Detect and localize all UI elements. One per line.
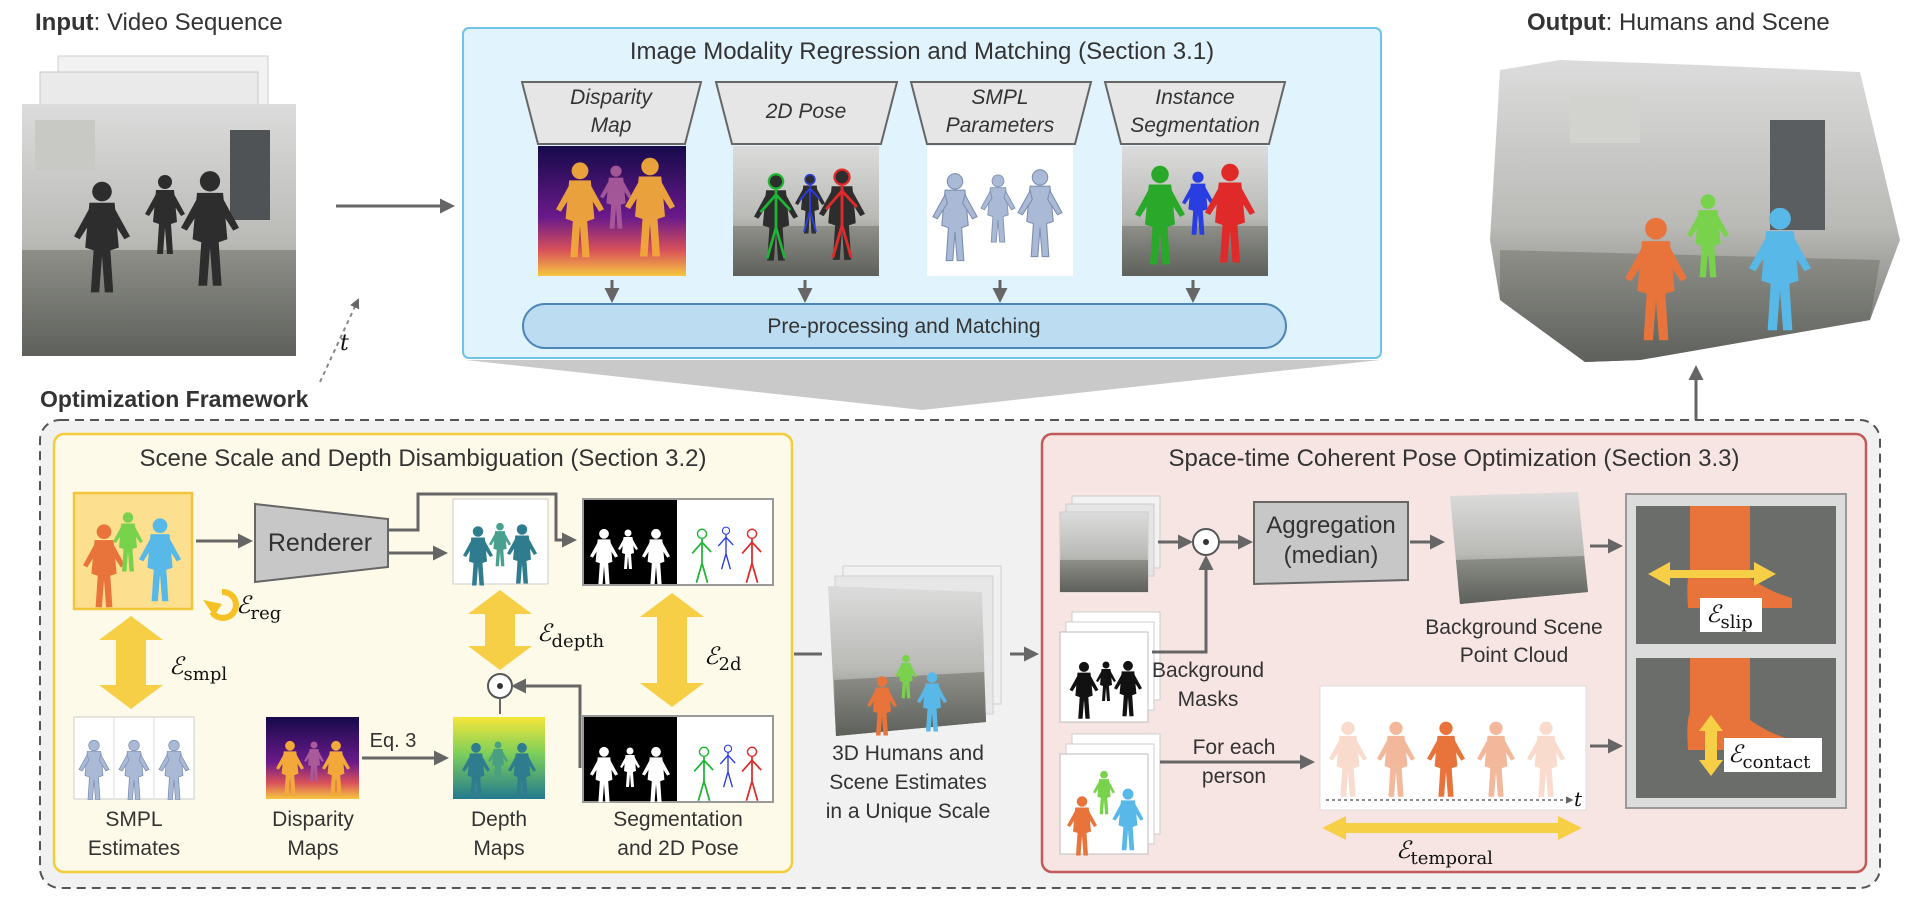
video-frame — [22, 104, 296, 356]
smpl-humans-image — [72, 491, 194, 611]
rendered-depth-image — [452, 498, 549, 586]
e-smpl-arrow: ℰsmpl — [99, 616, 227, 709]
svg-text:ℰtemporal: ℰtemporal — [1396, 836, 1493, 869]
foot-slip-image: ℰslip — [1636, 506, 1836, 644]
svg-text:person: person — [1202, 765, 1266, 788]
preprocessing-matching-box: Pre-processing and Matching — [522, 303, 1287, 349]
spacetime-title: Space-time Coherent Pose Optimization (S… — [1169, 445, 1740, 472]
regression-title: Image Modality Regression and Matching (… — [630, 38, 1214, 65]
background-masks-stack — [1059, 611, 1161, 723]
scene-scale-panel: Scene Scale and Depth Disambiguation (Se… — [52, 432, 794, 874]
modality-smpl-parameters: SMPL Parameters — [909, 81, 1093, 276]
e-2d-arrow: ℰ2d — [640, 593, 742, 707]
disparity-maps-image — [266, 717, 359, 799]
svg-text:Instance: Instance — [1155, 86, 1234, 109]
svg-text:(median): (median) — [1284, 542, 1379, 569]
framework-title: Optimization Framework — [40, 386, 309, 412]
spacetime-panel: Space-time Coherent Pose Optimization (S… — [1040, 432, 1868, 874]
svg-text:ℰslip: ℰslip — [1706, 600, 1753, 633]
e-depth-arrow: ℰdepth — [468, 590, 604, 670]
segmentation-pose-image — [582, 715, 774, 803]
svg-text:Disparity: Disparity — [570, 86, 653, 109]
unique-scale-scene-image — [828, 586, 986, 736]
background-point-cloud-image — [1450, 492, 1588, 604]
svg-text:For each: For each — [1193, 736, 1276, 759]
unique-scale-estimates: 3D Humans and Scene Estimates in a Uniqu… — [794, 565, 1039, 823]
svg-text:Depth: Depth — [471, 808, 527, 831]
svg-text:Map: Map — [591, 114, 632, 137]
output-title: Output: Humans and Scene — [1527, 9, 1830, 36]
renderer-box: Renderer — [254, 502, 389, 584]
svg-text:Aggregation: Aggregation — [1266, 512, 1395, 539]
rendered-mask-pose-image — [582, 498, 774, 586]
modality-disparity-map: Disparity Map — [520, 81, 703, 276]
modality-2d-pose: 2D Pose — [714, 81, 899, 276]
smpl-estimates-image — [73, 716, 195, 800]
aggregation-median-box: Aggregation (median) — [1253, 501, 1409, 586]
svg-text:3D Humans and: 3D Humans and — [832, 742, 984, 765]
svg-text:Parameters: Parameters — [946, 114, 1055, 137]
svg-text:Masks: Masks — [1178, 688, 1239, 711]
svg-text:SMPL: SMPL — [105, 808, 162, 831]
svg-text:Scene Estimates: Scene Estimates — [829, 771, 987, 794]
depth-maps-image — [453, 717, 545, 799]
output-section: Output: Humans and Scene — [1490, 9, 1900, 420]
svg-text:ℰ2d: ℰ2d — [704, 642, 742, 675]
svg-text:Segmentation: Segmentation — [613, 808, 743, 831]
eq3-label: Eq. 3 — [370, 730, 417, 752]
svg-text:Background: Background — [1152, 659, 1264, 682]
svg-text:t: t — [1574, 787, 1583, 811]
scene-scale-title: Scene Scale and Depth Disambiguation (Se… — [140, 445, 707, 472]
svg-text:Estimates: Estimates — [88, 837, 180, 860]
svg-text:Renderer: Renderer — [268, 529, 372, 557]
svg-text:Segmentation: Segmentation — [1130, 114, 1260, 137]
svg-text:and 2D Pose: and 2D Pose — [617, 837, 738, 860]
input-time-label: t — [340, 331, 349, 356]
regression-panel: Image Modality Regression and Matching (… — [462, 27, 1382, 359]
modality-instance-segmentation: Instance Segmentation — [1103, 81, 1287, 276]
temporal-sequence-image: t — [1319, 685, 1587, 811]
svg-text:Pre-processing and Matching: Pre-processing and Matching — [767, 315, 1040, 338]
input-title: Input: Video Sequence — [35, 9, 283, 36]
video-frame-stack — [22, 55, 296, 356]
svg-text:Maps: Maps — [473, 837, 524, 860]
svg-text:Point Cloud: Point Cloud — [1460, 644, 1569, 667]
output-scene-reconstruction — [1490, 60, 1900, 362]
background-frames-stack — [1059, 495, 1161, 593]
foot-contact-panel: ℰslip ℰcontact — [1625, 493, 1847, 809]
svg-text:2D Pose: 2D Pose — [765, 100, 847, 123]
svg-text:Maps: Maps — [287, 837, 338, 860]
per-person-humans-stack — [1059, 733, 1161, 856]
svg-text:Disparity: Disparity — [272, 808, 354, 831]
svg-text:ℰreg: ℰreg — [236, 591, 281, 624]
regression-to-framework-funnel — [466, 360, 1380, 410]
e-temporal-arrow: ℰtemporal — [1322, 816, 1582, 869]
modality-down-arrows — [604, 280, 1201, 303]
svg-text:ℰsmpl: ℰsmpl — [169, 652, 227, 685]
mask-multiply-operator — [1192, 528, 1220, 556]
scale-multiply-operator — [487, 673, 582, 768]
svg-text:ℰcontact: ℰcontact — [1728, 740, 1811, 773]
e-reg-loop: ℰreg — [203, 588, 281, 624]
input-section: Input: Video Sequence t — [22, 9, 360, 383]
svg-text:ℰdepth: ℰdepth — [537, 619, 604, 652]
svg-text:in a Unique Scale: in a Unique Scale — [826, 800, 991, 823]
svg-text:SMPL: SMPL — [971, 86, 1028, 109]
foot-contact-image: ℰcontact — [1636, 658, 1836, 798]
svg-text:Background Scene: Background Scene — [1425, 616, 1602, 639]
